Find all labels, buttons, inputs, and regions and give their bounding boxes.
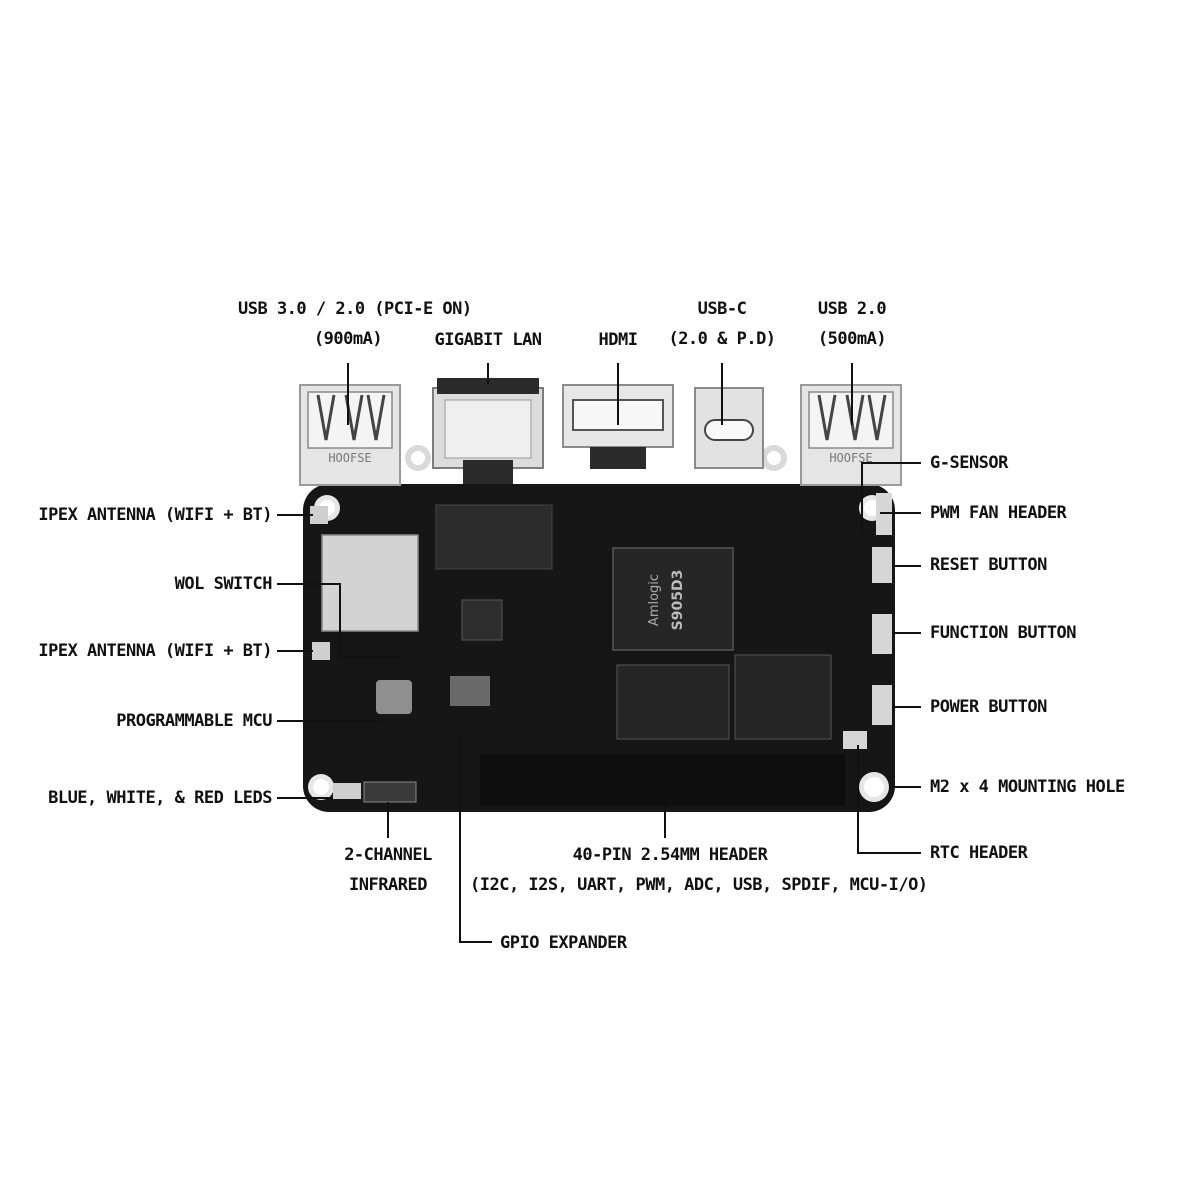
label-function-button-text: FUNCTION BUTTON xyxy=(930,623,1077,643)
leds xyxy=(333,783,361,799)
label-gpio-header-line2: (I2C, I2S, UART, PWM, ADC, USB, SPDIF, M… xyxy=(470,875,928,895)
label-usb2-line1: USB 2.0 xyxy=(817,299,887,319)
label-ipex-antenna-1: IPEX ANTENNA (WIFI + BT) xyxy=(20,500,272,530)
label-power-button: POWER BUTTON xyxy=(930,692,1180,722)
usb2-port-text: HOOFSE xyxy=(829,451,872,465)
label-g-sensor-text: G-SENSOR xyxy=(930,453,1008,473)
label-reset-button: RESET BUTTON xyxy=(930,550,1180,580)
power-button-part xyxy=(872,685,892,725)
label-programmable-mcu-text: PROGRAMMABLE MCU xyxy=(116,711,272,731)
ipex-connector-2 xyxy=(312,642,330,660)
label-g-sensor: G-SENSOR xyxy=(930,448,1180,478)
label-usb-c-line2: (2.0 & P.D) xyxy=(668,329,776,349)
label-programmable-mcu: PROGRAMMABLE MCU xyxy=(20,706,272,736)
label-leds-text: BLUE, WHITE, & RED LEDS xyxy=(48,788,272,808)
label-infrared: 2-CHANNEL INFRARED xyxy=(318,840,458,900)
label-usb-c: USB-C (2.0 & P.D) xyxy=(667,294,777,354)
label-wol-switch: WOL SWITCH xyxy=(20,569,273,599)
usb-c-port xyxy=(694,387,764,469)
label-gpio-expander-text: GPIO EXPANDER xyxy=(500,933,627,953)
gigabit-lan-port xyxy=(432,378,544,484)
label-reset-button-text: RESET BUTTON xyxy=(930,555,1047,575)
label-gpio-header-line1: 40-PIN 2.54MM HEADER xyxy=(572,845,768,865)
label-ipex-antenna-1-text: IPEX ANTENNA (WIFI + BT) xyxy=(38,505,272,525)
label-usb3-line1: USB 3.0 / 2.0 (PCI-E ON) xyxy=(238,299,472,319)
ram-chip-right xyxy=(734,654,832,740)
soc-model: S905D3 xyxy=(670,570,686,631)
mcu-chip xyxy=(376,680,412,714)
ram-chip-left xyxy=(616,664,730,740)
label-infrared-line2: INFRARED xyxy=(349,875,427,895)
usb3-port: HOOFSE xyxy=(299,384,401,486)
label-usb2: USB 2.0 (500mA) xyxy=(797,294,907,354)
label-pwm-fan-header: PWM FAN HEADER xyxy=(930,498,1180,528)
label-gigabit-lan-text: GIGABIT LAN xyxy=(434,330,542,350)
reset-button-part xyxy=(872,547,892,583)
label-pwm-fan-header-text: PWM FAN HEADER xyxy=(930,503,1067,523)
label-function-button: FUNCTION BUTTON xyxy=(930,618,1180,648)
label-hdmi: HDMI xyxy=(578,325,658,355)
label-wol-switch-text: WOL SWITCH xyxy=(174,574,273,594)
label-usb3: USB 3.0 / 2.0 (PCI-E ON) (900mA) xyxy=(238,294,472,354)
label-mounting-hole: M2 x 4 MOUNTING HOLE xyxy=(930,772,1190,802)
label-usb-c-line1: USB-C xyxy=(697,299,747,319)
label-ipex-antenna-2-text: IPEX ANTENNA (WIFI + BT) xyxy=(38,641,272,661)
soc-brand: Amlogic xyxy=(647,574,662,626)
leader-lines xyxy=(277,363,921,943)
usb3-port-text: HOOFSE xyxy=(328,451,371,465)
gpio-header-pins xyxy=(480,754,845,806)
label-power-button-text: POWER BUTTON xyxy=(930,697,1047,717)
label-ipex-antenna-2: IPEX ANTENNA (WIFI + BT) xyxy=(20,636,272,666)
label-infrared-line1: 2-CHANNEL xyxy=(344,845,432,865)
label-gpio-header: 40-PIN 2.54MM HEADER (I2C, I2S, UART, PW… xyxy=(470,840,928,900)
label-usb2-line2: (500mA) xyxy=(817,329,887,349)
label-hdmi-text: HDMI xyxy=(598,330,638,350)
ir-receiver xyxy=(363,781,417,803)
label-gigabit-lan: GIGABIT LAN xyxy=(418,325,558,355)
soc-chip: Amlogic S905D3 xyxy=(612,547,734,651)
label-rtc-header-text: RTC HEADER xyxy=(930,843,1028,863)
ipex-connector-1 xyxy=(310,506,328,524)
label-mounting-hole-text: M2 x 4 MOUNTING HOLE xyxy=(930,777,1125,797)
ram-chip-top xyxy=(435,504,553,570)
function-button-part xyxy=(872,614,892,654)
label-leds: BLUE, WHITE, & RED LEDS xyxy=(20,783,272,813)
label-rtc-header: RTC HEADER xyxy=(930,838,1180,868)
label-gpio-expander: GPIO EXPANDER xyxy=(500,928,700,958)
label-usb3-line2: (900mA) xyxy=(313,329,383,349)
rtc-header-part xyxy=(843,731,867,749)
